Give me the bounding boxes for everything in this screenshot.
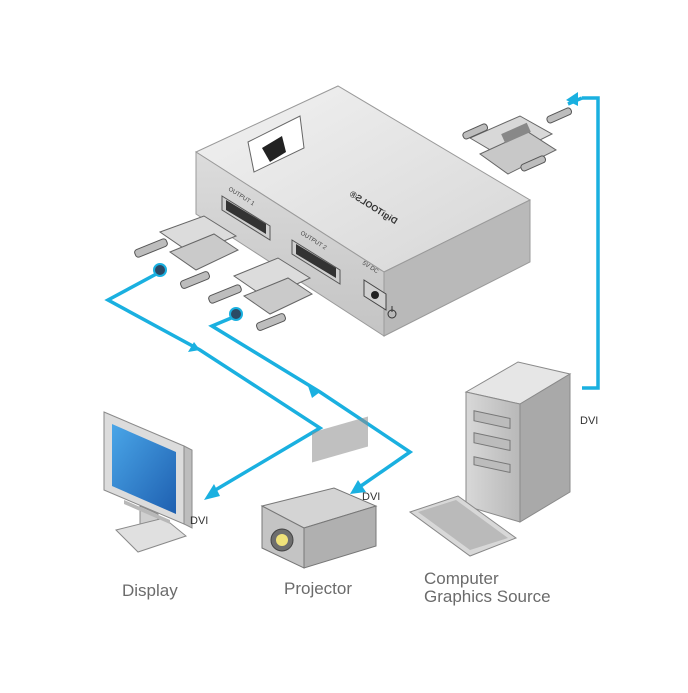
cable-output2-to-projector (208, 314, 414, 494)
cable-source-to-input (566, 92, 600, 390)
dvi-label-source: DVI (580, 415, 598, 427)
projector-label: Projector (284, 579, 352, 598)
cable-output1-to-display (104, 270, 324, 500)
dvi-connector-input (462, 107, 573, 175)
keyboard (408, 495, 518, 557)
computer-label-line2: Graphics Source (424, 587, 551, 606)
distribution-amplifier: DigiTOOLS® OUTPUT 1 OUTPUT 2 5V DC (194, 85, 532, 337)
dvi-label-projector: DVI (362, 491, 380, 503)
power-symbol-icon (387, 306, 397, 319)
projector (260, 416, 378, 569)
computer-tower (464, 361, 572, 523)
dvi-label-display: DVI (190, 515, 208, 527)
dvi-connector-output1 (134, 215, 240, 289)
power-jack[interactable] (363, 279, 387, 311)
output2-port[interactable] (291, 239, 341, 285)
dvi-connector-output2 (208, 257, 314, 331)
display-monitor (103, 411, 193, 553)
brand-logo (247, 115, 305, 173)
output1-port[interactable] (221, 195, 271, 241)
computer-label-line1: Computer (424, 569, 499, 588)
display-label: Display (122, 581, 178, 600)
